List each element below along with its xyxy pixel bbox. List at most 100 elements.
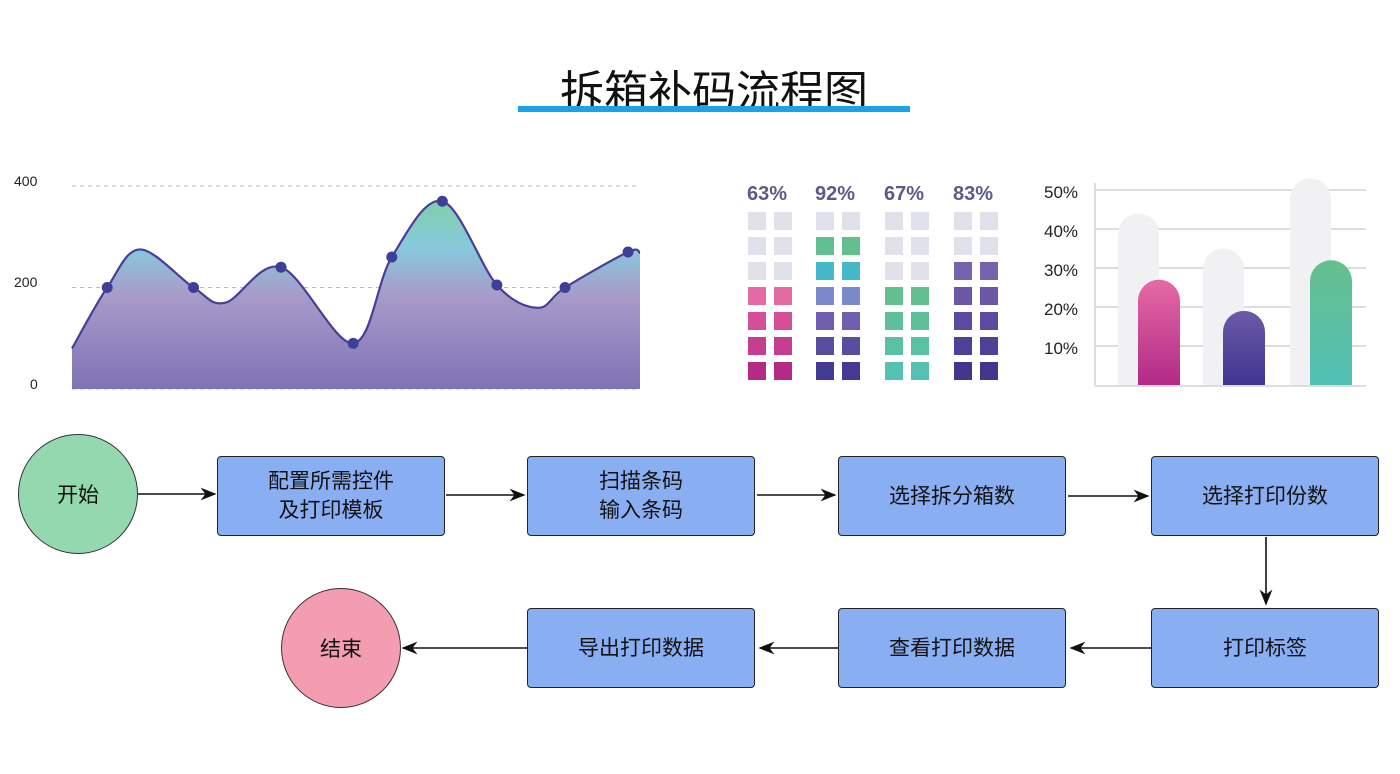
- step-scan: 扫描条码输入条码: [527, 456, 755, 536]
- waffle-cell: [954, 287, 972, 305]
- waffle-cell: [842, 312, 860, 330]
- waffle-cell: [842, 337, 860, 355]
- waffle-chart: [748, 212, 998, 380]
- waffle-cell: [911, 212, 929, 230]
- start-label: 开始: [57, 483, 99, 507]
- waffle-label: 67%: [884, 183, 925, 205]
- end-node: 结束: [281, 588, 401, 708]
- waffle-cell: [842, 212, 860, 230]
- waffle-label: 63%: [747, 183, 788, 205]
- area-fill: [72, 200, 640, 389]
- bar: [1223, 310, 1265, 385]
- waffle-cell: [774, 362, 792, 380]
- waffle-cell: [816, 262, 834, 280]
- waffle-label: 83%: [953, 183, 994, 205]
- waffle-cell: [774, 337, 792, 355]
- waffle-cell: [885, 337, 903, 355]
- step-print-label: 打印标签: [1151, 608, 1379, 688]
- waffle-cell: [954, 362, 972, 380]
- area-line: [71, 199, 641, 349]
- waffle-cell: [816, 287, 834, 305]
- data-point: [275, 261, 287, 273]
- data-point: [188, 282, 200, 293]
- waffle-cell: [954, 312, 972, 330]
- step-split-count: 选择拆分箱数: [838, 456, 1066, 536]
- waffle-cell: [911, 287, 929, 305]
- waffle-cell: [748, 337, 766, 355]
- waffle-cell: [748, 312, 766, 330]
- waffle-cell: [885, 312, 903, 330]
- waffle-cell: [911, 262, 929, 280]
- step-line: 选择拆分箱数: [889, 483, 1015, 508]
- waffle-cell: [748, 362, 766, 380]
- bar-ytick: 20%: [1044, 300, 1079, 319]
- waffle-cell: [816, 212, 834, 230]
- waffle-cell: [954, 237, 972, 255]
- waffle-cell: [842, 237, 860, 255]
- step-line: 导出打印数据: [578, 635, 704, 660]
- bar-ytick: 40%: [1044, 222, 1079, 241]
- waffle-cell: [816, 237, 834, 255]
- step-line: 打印标签: [1223, 635, 1307, 660]
- waffle-cell: [748, 287, 766, 305]
- waffle-cell: [842, 362, 860, 380]
- step-configure: 配置所需控件及打印模板: [217, 456, 445, 536]
- waffle-cell: [980, 237, 998, 255]
- data-point: [347, 337, 359, 349]
- waffle-cell: [980, 312, 998, 330]
- waffle-cell: [816, 312, 834, 330]
- step-line: 配置所需控件: [268, 469, 394, 493]
- waffle-cell: [980, 212, 998, 230]
- data-point: [386, 251, 398, 263]
- step-line: 选择打印份数: [1202, 483, 1328, 508]
- waffle-cell: [842, 287, 860, 305]
- area-chart: [71, 185, 641, 390]
- bar-ytick: 10%: [1044, 339, 1079, 358]
- area-ytick: 0: [30, 376, 38, 392]
- bar-ytick: 50%: [1044, 183, 1079, 202]
- waffle-cell: [748, 237, 766, 255]
- waffle-cell: [885, 212, 903, 230]
- bar: [1310, 260, 1352, 385]
- waffle-cell: [980, 287, 998, 305]
- waffle-cell: [885, 237, 903, 255]
- title-underline: [518, 106, 910, 112]
- step-line: 查看打印数据: [889, 635, 1015, 660]
- waffle-cell: [748, 262, 766, 280]
- start-node: 开始: [18, 434, 138, 554]
- waffle-cell: [885, 262, 903, 280]
- step-line: 及打印模板: [278, 498, 384, 522]
- waffle-cell: [980, 262, 998, 280]
- data-point: [101, 282, 113, 293]
- waffle-cell: [954, 337, 972, 355]
- data-point: [622, 246, 634, 258]
- data-point: [436, 195, 448, 207]
- waffle-cell: [816, 362, 834, 380]
- area-ytick: 400: [14, 173, 38, 189]
- step-view-data: 查看打印数据: [838, 608, 1066, 688]
- waffle-cell: [980, 337, 998, 355]
- area-ytick: 200: [14, 274, 38, 290]
- waffle-cell: [842, 262, 860, 280]
- step-line: 扫描条码: [599, 469, 683, 493]
- waffle-cell: [774, 287, 792, 305]
- waffle-cell: [911, 237, 929, 255]
- waffle-cell: [911, 312, 929, 330]
- waffle-cell: [911, 337, 929, 355]
- step-export-data: 导出打印数据: [527, 608, 755, 688]
- waffle-cell: [816, 337, 834, 355]
- waffle-cell: [885, 287, 903, 305]
- waffle-cell: [774, 237, 792, 255]
- waffle-cell: [911, 362, 929, 380]
- data-point: [559, 282, 571, 293]
- step-copies: 选择打印份数: [1151, 456, 1379, 536]
- waffle-label: 92%: [815, 183, 856, 205]
- waffle-cell: [774, 212, 792, 230]
- bar: [1138, 279, 1180, 385]
- bar-ytick: 30%: [1044, 261, 1079, 280]
- waffle-cell: [954, 262, 972, 280]
- waffle-cell: [885, 362, 903, 380]
- bar-chart: [1094, 178, 1366, 387]
- waffle-cell: [980, 362, 998, 380]
- data-point: [491, 279, 503, 291]
